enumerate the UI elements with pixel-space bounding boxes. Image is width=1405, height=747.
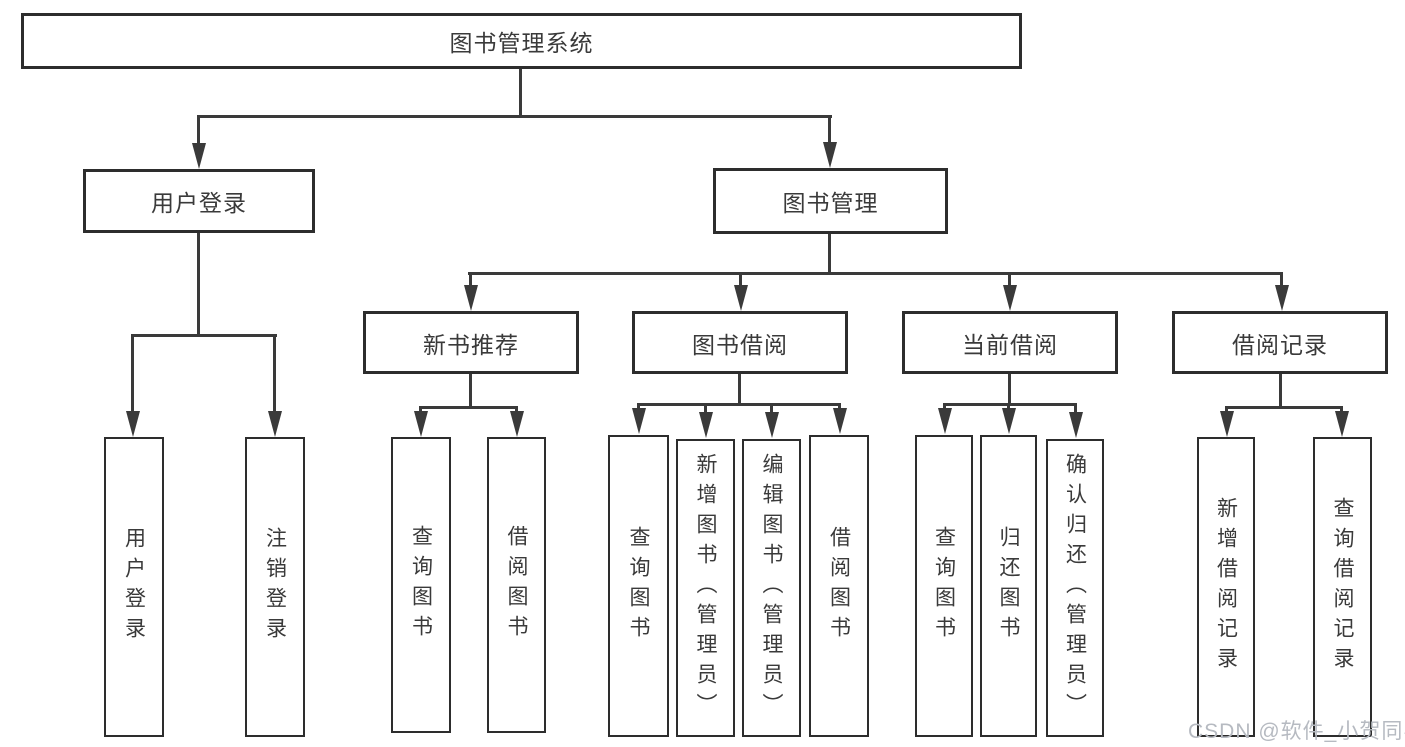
arrowhead-cb-confirm xyxy=(1069,412,1083,438)
leaf-bb-query-books: 查询图书 xyxy=(608,435,669,737)
connector-current-borrow-hbar xyxy=(943,403,1077,406)
connector-book-mgmt-stem xyxy=(828,234,831,274)
leaf-cb-return-books: 归还图书 xyxy=(980,435,1037,737)
node-new-book-recommend: 新书推荐 xyxy=(363,311,579,374)
leaf-bb-edit-books-admin-label: 编辑图书（管理员） xyxy=(760,453,783,723)
node-book-management-label: 图书管理 xyxy=(782,190,879,216)
node-book-management: 图书管理 xyxy=(713,168,948,234)
connector-to-new-book xyxy=(469,272,472,286)
connector-to-cb-return xyxy=(1007,403,1010,409)
leaf-bb-edit-books-admin: 编辑图书（管理员） xyxy=(742,439,801,737)
connector-to-cb-confirm xyxy=(1074,403,1077,412)
arrowhead-leaf-logout xyxy=(268,411,282,437)
leaf-cb-query-books-label: 查询图书 xyxy=(932,526,956,646)
node-user-login: 用户登录 xyxy=(83,169,315,233)
connector-to-borrow-records xyxy=(1280,272,1283,286)
connector-to-current-borrow xyxy=(1008,272,1011,286)
connector-to-book-borrow xyxy=(739,272,742,286)
arrowhead-book-borrow xyxy=(734,285,748,311)
leaf-br-add-record: 新增借阅记录 xyxy=(1197,437,1255,737)
leaf-br-query-record: 查询借阅记录 xyxy=(1313,437,1372,737)
arrowhead-leaf-user-login xyxy=(126,411,140,437)
node-book-borrow: 图书借阅 xyxy=(632,311,848,374)
node-root: 图书管理系统 xyxy=(21,13,1022,69)
connector-to-br-add xyxy=(1225,406,1228,412)
leaf-br-add-record-label: 新增借阅记录 xyxy=(1214,497,1238,677)
connector-root-to-user-login xyxy=(197,115,200,145)
arrowhead-bb-add xyxy=(699,412,713,438)
connector-new-book-hbar xyxy=(419,406,518,409)
arrowhead-bb-query xyxy=(632,408,646,434)
leaf-logout: 注销登录 xyxy=(245,437,305,737)
connector-new-book-stem xyxy=(469,374,472,408)
arrowhead-cb-return xyxy=(1002,408,1016,434)
leaf-cb-query-books: 查询图书 xyxy=(915,435,973,737)
arrowhead-current-borrow xyxy=(1003,285,1017,311)
node-borrow-records: 借阅记录 xyxy=(1172,311,1388,374)
arrowhead-user-login xyxy=(192,143,206,169)
arrowhead-book-mgmt xyxy=(823,142,837,168)
arrowhead-nb-query xyxy=(414,411,428,437)
arrowhead-cb-query xyxy=(938,408,952,434)
connector-root-hbar xyxy=(198,115,832,118)
connector-book-borrow-stem xyxy=(738,374,741,405)
leaf-cb-confirm-return-admin-label: 确认归还（管理员） xyxy=(1063,453,1087,723)
leaf-nb-query-books: 查询图书 xyxy=(391,437,451,733)
leaf-bb-add-books-admin: 新增图书（管理员） xyxy=(676,439,735,737)
csdn-watermark: CSDN @软件_小贺同学 xyxy=(1188,720,1405,743)
arrowhead-nb-borrow xyxy=(510,411,524,437)
arrowhead-borrow-records xyxy=(1275,285,1289,311)
connector-to-br-query xyxy=(1340,406,1343,412)
connector-to-bb-query xyxy=(637,403,640,409)
leaf-logout-label: 注销登录 xyxy=(263,527,287,647)
connector-root-stem xyxy=(519,69,522,117)
leaf-nb-query-books-label: 查询图书 xyxy=(409,525,433,645)
connector-to-bb-borrow xyxy=(838,403,841,409)
leaf-user-login: 用户登录 xyxy=(104,437,164,737)
leaf-bb-borrow-books: 借阅图书 xyxy=(809,435,869,737)
leaf-user-login-label: 用户登录 xyxy=(122,527,146,647)
node-new-book-recommend-label: 新书推荐 xyxy=(423,331,519,358)
arrowhead-br-add xyxy=(1220,411,1234,437)
connector-book-mgmt-hbar xyxy=(468,272,1283,275)
leaf-cb-return-books-label: 归还图书 xyxy=(997,526,1020,646)
connector-user-login-stem xyxy=(197,233,200,336)
leaf-cb-confirm-return-admin: 确认归还（管理员） xyxy=(1046,439,1104,737)
leaf-bb-borrow-books-label: 借阅图书 xyxy=(827,526,851,646)
connector-to-bb-edit xyxy=(770,403,773,412)
connector-to-leaf-user-login xyxy=(131,334,134,412)
connector-to-bb-add xyxy=(704,403,707,412)
node-user-login-label: 用户登录 xyxy=(151,190,247,216)
arrowhead-bb-edit xyxy=(765,412,779,438)
connector-user-login-hbar xyxy=(131,334,277,337)
connector-to-nb-borrow xyxy=(515,406,518,412)
connector-to-leaf-logout xyxy=(273,334,276,412)
leaf-bb-query-books-label: 查询图书 xyxy=(627,526,650,646)
connector-to-cb-query xyxy=(943,403,946,409)
arrowhead-br-query xyxy=(1335,411,1349,437)
leaf-bb-add-books-admin-label: 新增图书（管理员） xyxy=(694,453,717,723)
node-current-borrow: 当前借阅 xyxy=(902,311,1118,374)
connector-book-borrow-hbar xyxy=(637,403,841,406)
connector-current-borrow-stem xyxy=(1008,374,1011,405)
node-book-borrow-label: 图书借阅 xyxy=(692,331,788,358)
node-current-borrow-label: 当前借阅 xyxy=(962,331,1058,358)
node-borrow-records-label: 借阅记录 xyxy=(1232,331,1328,358)
connector-to-nb-query xyxy=(419,406,422,412)
arrowhead-bb-borrow xyxy=(833,408,847,434)
leaf-br-query-record-label: 查询借阅记录 xyxy=(1331,497,1354,677)
connector-borrow-records-hbar xyxy=(1225,406,1343,409)
connector-borrow-records-stem xyxy=(1279,374,1282,408)
leaf-nb-borrow-books: 借阅图书 xyxy=(487,437,546,733)
arrowhead-new-book xyxy=(464,285,478,311)
leaf-nb-borrow-books-label: 借阅图书 xyxy=(505,525,528,645)
node-root-label: 图书管理系统 xyxy=(449,30,594,56)
connector-root-to-book-mgmt xyxy=(828,115,831,144)
